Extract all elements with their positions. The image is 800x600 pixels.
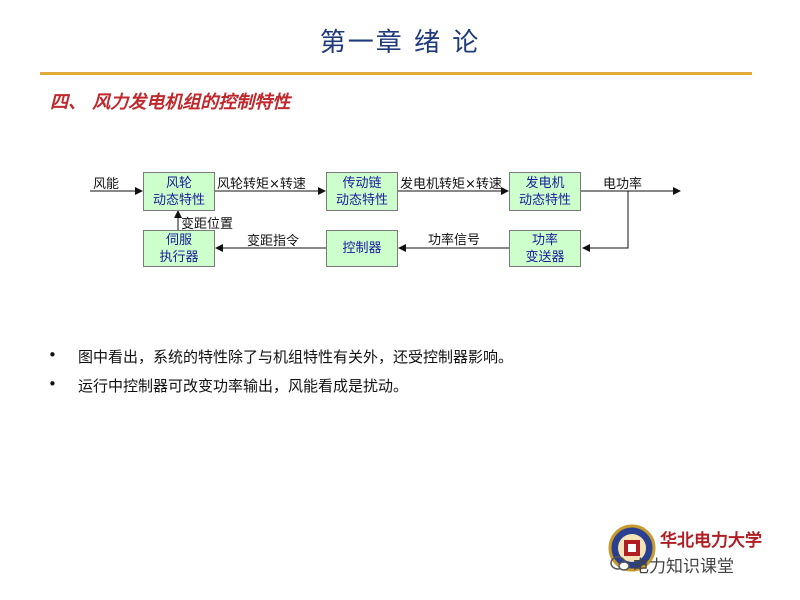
- label-wind-energy: 风能: [93, 177, 120, 192]
- bullet-list: • 图中看出，系统的特性除了与机组特性有关外，还受控制器影响。 • 运行中控制器…: [48, 346, 513, 404]
- bullet-marker: •: [48, 346, 57, 364]
- bullet-text: 图中看出，系统的特性除了与机组特性有关外，还受控制器影响。: [78, 348, 514, 366]
- section-heading: 四、 风力发电机组的控制特性: [50, 92, 291, 113]
- title-divider: [40, 72, 752, 75]
- label-pitch-command: 变距指令: [247, 234, 300, 249]
- block-servo-actuator: 伺服 执行器: [143, 230, 215, 267]
- block-drivetrain-dynamics: 传动链 动态特性: [326, 172, 398, 211]
- block-generator-dynamics: 发电机 动态特性: [509, 172, 581, 211]
- block-controller: 控制器: [326, 230, 398, 267]
- bullet-marker: •: [48, 375, 57, 393]
- wechat-icon: [610, 556, 630, 571]
- label-pitch-position: 变距位置: [181, 217, 234, 232]
- bullet-item: • 图中看出，系统的特性除了与机组特性有关外，还受控制器影响。: [48, 346, 513, 367]
- label-rotor-torque-speed: 风轮转矩×转速: [217, 177, 306, 192]
- university-name: 华北电力大学: [660, 531, 762, 551]
- bullet-text: 运行中控制器可改变功率输出，风能看成是扰动。: [78, 377, 409, 395]
- university-emblem-icon: [608, 524, 656, 572]
- label-power-signal: 功率信号: [428, 233, 481, 248]
- label-generator-torque-speed: 发电机转矩×转速: [400, 177, 502, 192]
- bullet-item: • 运行中控制器可改变功率输出，风能看成是扰动。: [48, 375, 513, 396]
- page-title: 第一章 绪 论: [319, 28, 481, 58]
- arrow-power-feedback: [582, 191, 629, 252]
- block-rotor-dynamics: 风轮 动态特性: [143, 172, 215, 211]
- block-power-transducer: 功率 变送器: [509, 230, 581, 267]
- watermark-text: 电力知识课堂: [632, 557, 734, 577]
- label-electric-power: 电功率: [603, 177, 643, 192]
